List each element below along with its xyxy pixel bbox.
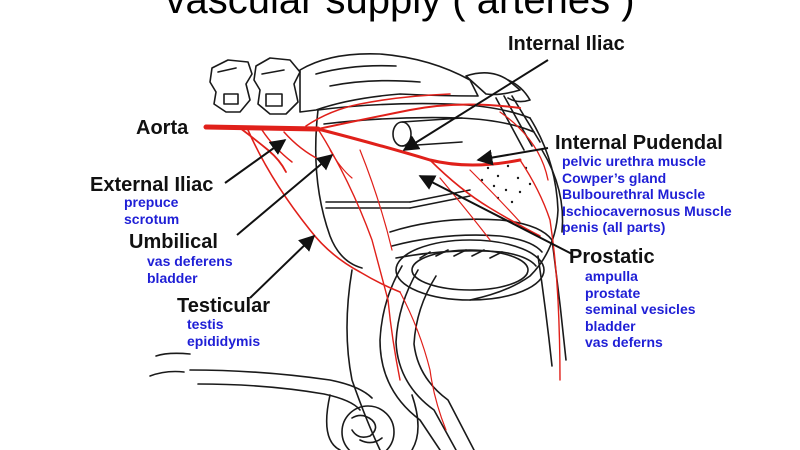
scrotum-outline <box>325 394 419 450</box>
list-item: Ischiocavernosus Muscle <box>562 202 732 219</box>
artery-prostatic <box>429 159 541 237</box>
arrow-internal-iliac <box>402 59 549 151</box>
supply-list-external-iliac: prepuce scrotum <box>124 194 179 227</box>
arteries <box>203 93 561 431</box>
pointer-arrows <box>224 59 573 299</box>
arrow-prostatic <box>418 175 573 255</box>
artery-upper-branch <box>317 103 521 130</box>
list-item: scrotum <box>124 210 180 227</box>
artery-main-trunk <box>316 127 522 167</box>
label-umbilical: Umbilical <box>129 231 218 253</box>
artery-umbilical <box>317 128 401 381</box>
artery-testicular <box>247 129 401 293</box>
label-aorta: Aorta <box>136 117 189 139</box>
sacrum <box>299 53 479 113</box>
arrow-external-iliac <box>224 139 287 184</box>
arrow-internal-pudendal <box>476 147 549 166</box>
list-item: testis <box>187 316 224 332</box>
arrow-testicular <box>249 234 316 299</box>
list-item: penis (all parts) <box>562 219 666 235</box>
list-item: seminal vesicles <box>585 301 696 317</box>
list-item: Bulbourethral Muscle <box>562 186 706 202</box>
list-item: vas deferens <box>147 253 233 269</box>
list-item: prostate <box>585 284 641 301</box>
artery-external-iliac-branch <box>239 127 287 173</box>
vertebra-2 <box>253 57 301 115</box>
list-item: epididymis <box>187 332 261 349</box>
list-item: prepuce <box>124 194 179 210</box>
list-item: ampulla <box>585 268 638 284</box>
supply-list-testicular: testis epididymis <box>187 316 260 349</box>
supply-list-internal-pudendal: pelvic urethra muscle Cowper’s gland Bul… <box>562 153 732 236</box>
artery-aorta <box>203 124 321 132</box>
label-internal-pudendal: Internal Pudendal <box>555 132 723 154</box>
label-external-iliac: External Iliac <box>90 174 214 196</box>
page-title: vascular supply ( arteries ) <box>165 0 635 22</box>
list-item: Cowper’s gland <box>562 169 667 186</box>
label-prostatic: Prostatic <box>569 246 655 268</box>
vertebra-1 <box>209 59 253 113</box>
artery-sacral <box>305 93 451 127</box>
supply-list-prostatic: ampulla prostate seminal vesicles bladde… <box>585 268 696 351</box>
supply-list-umbilical: vas deferens bladder <box>147 253 233 286</box>
arrow-umbilical <box>236 153 334 236</box>
label-testicular: Testicular <box>177 295 270 317</box>
list-item: bladder <box>585 317 636 334</box>
list-item: bladder <box>147 269 198 286</box>
label-internal-iliac: Internal Iliac <box>508 33 625 55</box>
list-item: pelvic urethra muscle <box>562 153 706 169</box>
artery-internal-pudendal <box>519 159 561 381</box>
list-item: vas deferns <box>585 334 663 350</box>
